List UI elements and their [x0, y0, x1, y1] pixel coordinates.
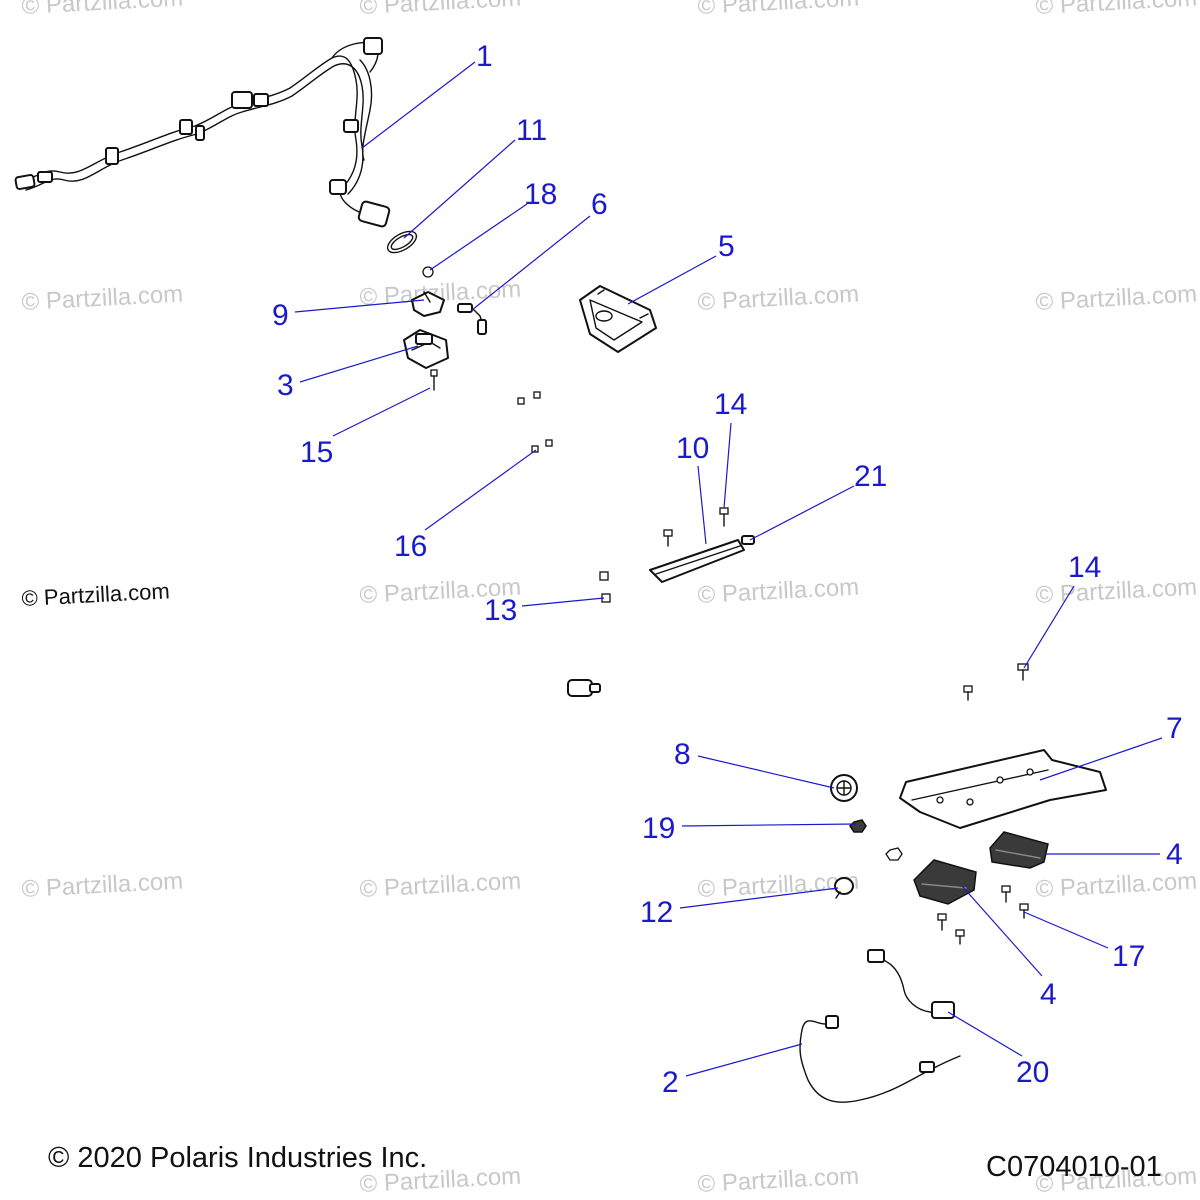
callout-17: 17 — [1112, 940, 1145, 973]
leader-line — [685, 1043, 803, 1077]
part-cable-tie — [386, 230, 418, 254]
callout-11: 11 — [516, 114, 547, 147]
watermark: © Partzilla.com — [21, 0, 184, 20]
part-relay-module — [403, 329, 449, 369]
part-sensor-harness — [799, 1015, 961, 1103]
callout-2: 2 — [662, 1066, 679, 1099]
part-bolt — [719, 507, 729, 527]
watermark: © Partzilla.com — [21, 281, 184, 316]
callout-19: 19 — [642, 812, 675, 845]
callout-15: 15 — [300, 436, 333, 469]
part-clip — [741, 535, 755, 545]
leader-line — [947, 1011, 1023, 1057]
part-clamp — [834, 877, 854, 899]
leader-line — [1023, 585, 1075, 669]
watermark: © Partzilla.com — [359, 0, 522, 20]
leader-line — [521, 597, 605, 607]
part-bracket — [411, 291, 445, 317]
copyright-notice: © 2020 Polaris Industries Inc. — [48, 1142, 427, 1174]
callout-8: 8 — [674, 738, 691, 771]
leader-line — [679, 887, 839, 909]
leader-line — [424, 449, 537, 531]
watermark: © Partzilla.com — [21, 868, 184, 903]
part-screw — [663, 529, 673, 547]
callout-6: 6 — [591, 188, 608, 221]
part-sensor-harness — [867, 949, 955, 1019]
part-ecu-module — [579, 285, 657, 353]
watermark: © Partzilla.com — [359, 868, 522, 903]
watermark: © Partzilla.com — [1035, 0, 1198, 20]
callout-13: 13 — [484, 594, 517, 627]
part-mounting-plate — [899, 749, 1107, 829]
callout-3: 3 — [277, 369, 294, 402]
part-nut — [849, 819, 867, 833]
watermark: © Partzilla.com — [1035, 868, 1198, 903]
leader-line — [697, 465, 707, 545]
part-wiring-harness — [14, 37, 391, 228]
callout-9: 9 — [272, 299, 289, 332]
part-sensor — [457, 303, 487, 335]
part-nut — [885, 847, 903, 861]
leader-lines — [294, 61, 1163, 1077]
watermark: © Partzilla.com — [697, 574, 860, 609]
leader-line — [294, 299, 425, 313]
part-plate — [649, 539, 745, 583]
leader-line — [332, 387, 431, 437]
callout-12: 12 — [640, 896, 673, 929]
leader-line — [403, 139, 516, 239]
leader-line — [1023, 911, 1109, 949]
part-bolt — [1017, 663, 1029, 681]
callout-1: 1 — [476, 40, 493, 73]
callout-16: 16 — [394, 530, 427, 563]
part-connector — [567, 679, 601, 697]
callout-14: 14 — [1068, 551, 1101, 584]
watermark: © Partzilla.com — [697, 0, 860, 20]
part-screw — [430, 369, 438, 391]
callouts: 1 11 18 6 5 9 3 15 16 14 10 21 13 14 7 8… — [272, 40, 1183, 1099]
leader-line — [361, 61, 476, 149]
watermark: © Partzilla.com — [697, 281, 860, 316]
leader-line — [1039, 737, 1163, 781]
part-bolt — [963, 685, 973, 701]
callout-5: 5 — [718, 230, 735, 263]
leader-line — [299, 345, 419, 383]
watermark: © Partzilla.com — [1035, 281, 1198, 316]
drawing-number: C0704010-01 — [986, 1151, 1162, 1183]
part-regulator — [989, 831, 1049, 869]
part-screw — [937, 885, 1029, 945]
callout-10: 10 — [676, 432, 709, 465]
leader-line — [723, 422, 732, 509]
watermark: © Partzilla.com — [697, 1163, 860, 1198]
callout-18: 18 — [524, 178, 557, 211]
leader-line — [681, 823, 857, 827]
leader-line — [961, 885, 1043, 977]
callout-21: 21 — [854, 460, 887, 493]
callout-20: 20 — [1016, 1056, 1049, 1089]
part-grommet — [830, 774, 858, 802]
callout-4: 4 — [1040, 978, 1057, 1011]
leader-line — [429, 203, 528, 271]
part-small-hardware — [517, 391, 553, 453]
leader-line — [471, 215, 591, 311]
part-fastener — [599, 571, 611, 603]
callout-14: 14 — [714, 388, 747, 421]
part-regulator — [913, 859, 977, 905]
leader-line — [697, 755, 835, 789]
callout-7: 7 — [1166, 712, 1183, 745]
callout-4: 4 — [1166, 838, 1183, 871]
partzilla-credit: © Partzilla.com — [21, 578, 170, 611]
watermark: © Partzilla.com — [1035, 574, 1198, 609]
leader-line — [749, 485, 855, 541]
leader-line — [627, 255, 717, 305]
